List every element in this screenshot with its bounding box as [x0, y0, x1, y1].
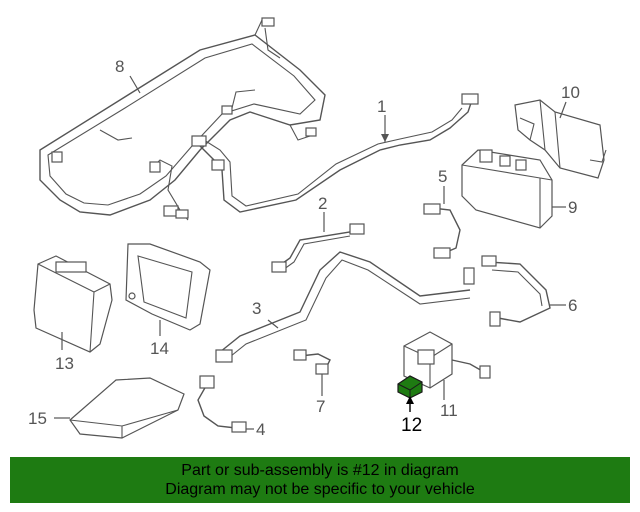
callout-15: 15: [28, 409, 47, 428]
part-5-harness[interactable]: [423, 203, 461, 259]
callout-13: 13: [55, 354, 74, 373]
part-9-module[interactable]: [461, 149, 553, 229]
callout-5: 5: [438, 167, 448, 186]
part-10-bracket[interactable]: [514, 99, 607, 179]
info-banner: Part or sub-assembly is #12 in diagram D…: [10, 457, 630, 503]
part-7-pigtail[interactable]: [293, 349, 331, 375]
part-15-plate[interactable]: [69, 377, 185, 439]
part-12-connector[interactable]: [397, 375, 423, 399]
callout-11: 11: [440, 401, 458, 420]
callout-1: 1: [377, 97, 387, 116]
part-4-pigtail[interactable]: [197, 375, 247, 433]
part-6-harness[interactable]: [481, 255, 551, 327]
part-3-harness[interactable]: [215, 251, 475, 363]
part-2-harness[interactable]: [271, 223, 365, 273]
callout-6: 6: [568, 296, 578, 315]
part-14-bracket[interactable]: [125, 243, 211, 331]
callout-4: 4: [256, 420, 266, 439]
callout-10: 10: [561, 83, 580, 102]
part-13-module[interactable]: [33, 255, 113, 353]
callout-14: 14: [150, 339, 169, 358]
banner-line-2: Diagram may not be specific to your vehi…: [165, 481, 475, 498]
callout-8: 8: [115, 57, 125, 76]
callout-3: 3: [252, 299, 262, 318]
callout-2: 2: [318, 194, 328, 213]
part-8-harness[interactable]: [39, 17, 326, 221]
part-11-module[interactable]: [403, 331, 491, 389]
banner-line-1: Part or sub-assembly is #12 in diagram: [181, 462, 459, 479]
part-1-harness[interactable]: [191, 93, 479, 213]
callout-7: 7: [316, 397, 326, 416]
callout-12: 12: [401, 415, 423, 436]
callout-9: 9: [568, 198, 578, 217]
parts-diagram: [33, 17, 607, 439]
